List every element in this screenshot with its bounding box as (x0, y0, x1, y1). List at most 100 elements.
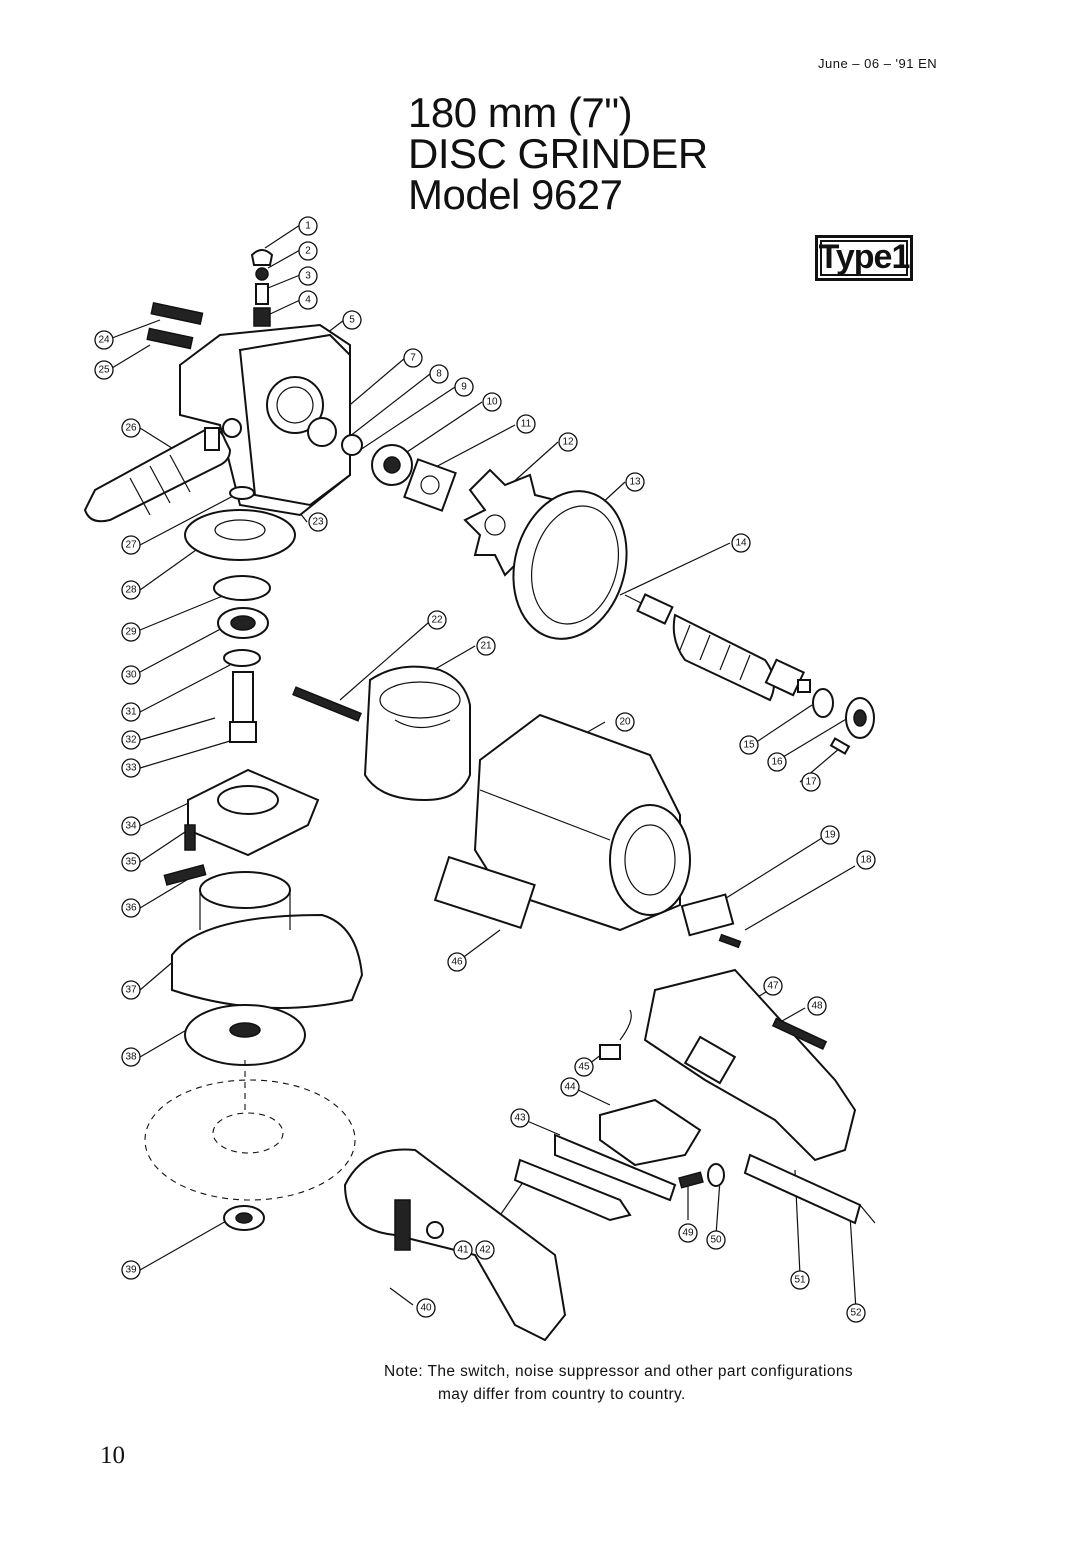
configuration-note: Note: The switch, noise suppressor and o… (384, 1360, 853, 1406)
motor-housing (473, 713, 691, 932)
svg-text:31: 31 (125, 707, 137, 718)
svg-text:46: 46 (451, 957, 463, 968)
callout-38: 38 (121, 1047, 141, 1067)
svg-text:50: 50 (710, 1235, 722, 1246)
callout-14: 14 (731, 533, 751, 553)
svg-text:2: 2 (305, 246, 311, 257)
spindle-parts (184, 486, 296, 743)
svg-text:26: 26 (125, 423, 137, 434)
svg-text:25: 25 (98, 365, 110, 376)
name-plate (433, 855, 536, 930)
svg-text:47: 47 (767, 981, 779, 992)
gear-housing (179, 323, 351, 517)
svg-text:38: 38 (125, 1052, 137, 1063)
svg-text:43: 43 (514, 1113, 526, 1124)
svg-text:30: 30 (125, 670, 137, 681)
svg-text:1: 1 (305, 221, 311, 232)
grinding-disc (144, 1004, 356, 1231)
svg-text:48: 48 (811, 1001, 823, 1012)
svg-text:35: 35 (125, 857, 137, 868)
rear-bearing-parts (812, 688, 875, 755)
callout-52: 52 (846, 1303, 866, 1323)
svg-text:19: 19 (824, 830, 836, 841)
callout-27: 27 (121, 535, 141, 555)
svg-text:10: 10 (486, 397, 498, 408)
callout-1: 1 (298, 216, 318, 236)
svg-text:23: 23 (312, 517, 324, 528)
callout-36: 36 (121, 898, 141, 918)
callout-16: 16 (767, 752, 787, 772)
callout-15: 15 (739, 735, 759, 755)
callout-43: 43 (510, 1108, 530, 1128)
svg-text:16: 16 (771, 757, 783, 768)
callout-4: 4 (298, 290, 318, 310)
callout-20: 20 (615, 712, 635, 732)
date-code: June – 06 – '91 EN (818, 56, 938, 71)
bearing-box (163, 768, 320, 886)
callout-47: 47 (763, 976, 783, 996)
callout-18: 18 (856, 850, 876, 870)
svg-text:17: 17 (805, 777, 817, 788)
callout-29: 29 (121, 622, 141, 642)
svg-text:12: 12 (562, 437, 574, 448)
page-title: 180 mm (7") DISC GRINDER Model 9627 (408, 92, 708, 218)
switch-assembly (513, 1009, 702, 1222)
title-product: DISC GRINDER (408, 130, 708, 177)
svg-text:4: 4 (305, 295, 311, 306)
callout-9: 9 (454, 377, 474, 397)
svg-text:39: 39 (125, 1265, 137, 1276)
baffle-ring (512, 490, 628, 640)
brush-holder (680, 893, 742, 949)
callout-2: 2 (298, 241, 318, 261)
armature (624, 593, 811, 702)
svg-text:11: 11 (521, 419, 532, 430)
callout-30: 30 (121, 665, 141, 685)
svg-text:32: 32 (125, 735, 137, 746)
callout-33: 33 (121, 758, 141, 778)
callout-26: 26 (121, 418, 141, 438)
title-model: Model 9627 (408, 171, 623, 218)
callout-3: 3 (298, 266, 318, 286)
callout-46: 46 (447, 952, 467, 972)
wheel-guard (171, 871, 364, 1009)
svg-text:28: 28 (125, 585, 137, 596)
callout-39: 39 (121, 1260, 141, 1280)
callout-11: 11 (516, 414, 536, 434)
housing-bolts (146, 302, 204, 350)
svg-text:37: 37 (125, 985, 137, 996)
svg-text:24: 24 (98, 335, 110, 346)
svg-text:14: 14 (735, 538, 747, 549)
svg-text:45: 45 (578, 1062, 590, 1073)
field-coil (292, 665, 471, 802)
svg-text:7: 7 (410, 353, 416, 364)
callout-12: 12 (558, 432, 578, 452)
note-line-2: may differ from country to country. (438, 1386, 686, 1403)
svg-text:13: 13 (629, 477, 641, 488)
svg-text:29: 29 (125, 627, 137, 638)
callout-13: 13 (625, 472, 645, 492)
svg-text:8: 8 (436, 369, 442, 380)
svg-text:34: 34 (125, 821, 137, 832)
callout-44: 44 (560, 1077, 580, 1097)
callout-41: 41 (453, 1240, 473, 1260)
svg-text:41: 41 (457, 1245, 469, 1256)
rear-handle-right (643, 968, 857, 1162)
callout-35: 35 (121, 852, 141, 872)
callout-19: 19 (820, 825, 840, 845)
page-number: 10 (100, 1442, 125, 1469)
callout-28: 28 (121, 580, 141, 600)
type-badge: Type1 (815, 235, 913, 281)
callout-45: 45 (574, 1057, 594, 1077)
svg-text:44: 44 (564, 1082, 576, 1093)
callout-5: 5 (342, 310, 362, 330)
callout-31: 31 (121, 702, 141, 722)
callout-34: 34 (121, 816, 141, 836)
svg-text:9: 9 (461, 382, 467, 393)
svg-text:52: 52 (850, 1308, 862, 1319)
callout-8: 8 (429, 364, 449, 384)
svg-text:18: 18 (860, 855, 872, 866)
note-line-1: Note: The switch, noise suppressor and o… (384, 1363, 854, 1380)
svg-text:3: 3 (305, 271, 311, 282)
side-handle (83, 427, 232, 523)
